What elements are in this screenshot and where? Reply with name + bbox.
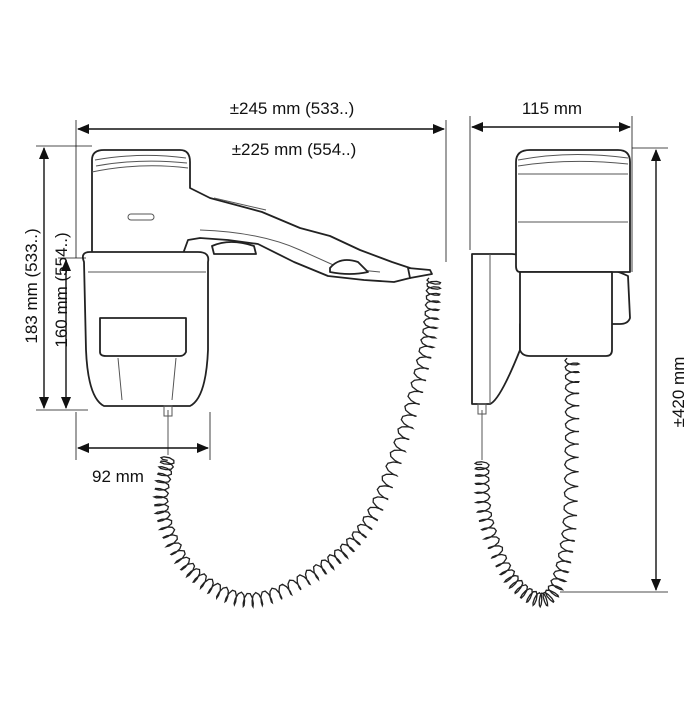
front-dryer [91, 149, 433, 283]
front-coiled-cord [152, 277, 442, 609]
label-depth: 115 mm [522, 99, 582, 118]
label-width-alt: ±225 mm (554..) [232, 140, 357, 159]
front-view: ±245 mm (533..) ±225 mm (554..) 183 mm (… [22, 99, 447, 609]
label-holder-width: 92 mm [92, 467, 144, 486]
side-coiled-cord [473, 357, 581, 609]
front-holder [81, 251, 210, 417]
side-dryer [515, 149, 631, 357]
label-width-overall: ±245 mm (533..) [230, 99, 355, 118]
label-total-height: ±420 mm [669, 357, 688, 428]
side-view: 115 mm ±420 mm [469, 99, 688, 609]
label-height-outer: 183 mm (533..) [22, 228, 41, 343]
label-height-inner: 160 mm (554..) [52, 232, 71, 347]
